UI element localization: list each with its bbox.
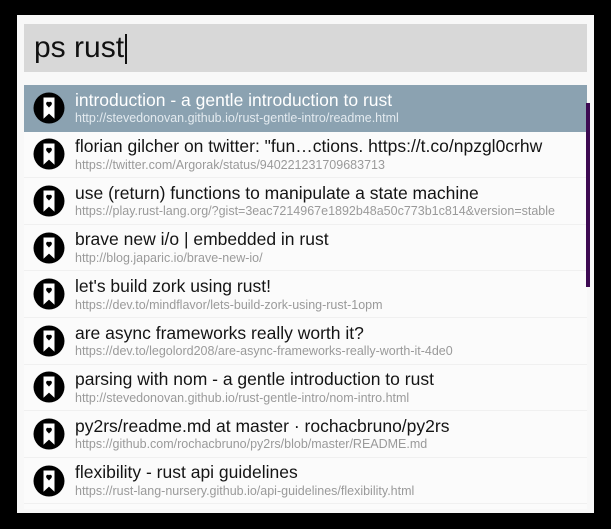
result-text: use (return) functions to manipulate a s… bbox=[75, 183, 587, 219]
result-title: let's build zork using rust! bbox=[75, 277, 271, 296]
result-url: https://rust-lang-nursery.github.io/api-… bbox=[75, 483, 415, 498]
result-url: https://dev.to/mindflavor/lets-build-zor… bbox=[75, 297, 383, 312]
result-title: are async frameworks really worth it? bbox=[75, 323, 364, 343]
result-url: http://stevedonovan.github.io/rust-gentl… bbox=[75, 390, 410, 405]
result-title: py2rs/readme.md at master · rochacbruno/… bbox=[75, 416, 450, 436]
result-row[interactable]: let's build zork using rust!https://dev.… bbox=[24, 271, 587, 318]
bookmark-heart-icon bbox=[33, 465, 75, 497]
result-text: parsing with nom - a gentle introduction… bbox=[75, 369, 587, 405]
result-row[interactable]: use (return) functions to manipulate a s… bbox=[24, 178, 587, 225]
result-title: brave new i/o | embedded in rust bbox=[75, 230, 329, 250]
result-row[interactable]: introduction - a gentle introduction to … bbox=[24, 85, 587, 132]
result-text: py2rs/readme.md at master · rochacbruno/… bbox=[75, 416, 587, 452]
result-text: florian gilcher on twitter: "fun…ctions.… bbox=[75, 136, 587, 172]
result-url: https://github.com/rochacbruno/py2rs/blo… bbox=[75, 437, 428, 452]
search-input[interactable]: ps rust bbox=[24, 24, 587, 72]
result-text: introduction - a gentle introduction to … bbox=[75, 90, 587, 126]
bookmark-heart-icon bbox=[33, 278, 75, 310]
result-url: http://blog.japaric.io/brave-new-io/ bbox=[75, 251, 263, 265]
result-title: introduction - a gentle introduction to … bbox=[75, 90, 393, 110]
result-url: https://dev.to/legolord208/are-async-fra… bbox=[75, 344, 453, 359]
results-list[interactable]: introduction - a gentle introduction to … bbox=[24, 85, 587, 509]
text-caret bbox=[125, 34, 128, 64]
bookmark-heart-icon bbox=[33, 232, 75, 264]
result-url: http://stevedonovan.github.io/rust-gentl… bbox=[75, 111, 399, 126]
search-query-text: ps rust bbox=[34, 31, 125, 64]
result-title: flexibility - rust api guidelines bbox=[75, 463, 298, 483]
result-row[interactable]: florian gilcher on twitter: "fun…ctions.… bbox=[24, 131, 587, 179]
result-text: let's build zork using rust!https://dev.… bbox=[75, 276, 587, 312]
bookmark-heart-icon bbox=[33, 418, 75, 450]
scrollbar-thumb[interactable] bbox=[586, 103, 590, 287]
bookmark-heart-icon bbox=[33, 92, 75, 124]
result-title: florian gilcher on twitter: "fun…ctions.… bbox=[75, 137, 543, 157]
result-title: use (return) functions to manipulate a s… bbox=[75, 183, 479, 203]
result-url: https://twitter.com/Argorak/status/94022… bbox=[75, 157, 385, 172]
bookmark-heart-icon bbox=[33, 325, 75, 357]
result-title: parsing with nom - a gentle introduction… bbox=[75, 370, 434, 390]
result-row[interactable]: parsing with nom - a gentle introduction… bbox=[24, 364, 587, 412]
result-row[interactable]: py2rs/readme.md at master · rochacbruno/… bbox=[24, 411, 587, 458]
search-field-container[interactable]: ps rust bbox=[24, 24, 587, 72]
bookmark-heart-icon bbox=[33, 371, 75, 403]
bookmark-heart-icon bbox=[33, 138, 75, 170]
results-scrollbar[interactable] bbox=[586, 85, 590, 509]
result-url: https://play.rust-lang.org/?gist=3eac721… bbox=[75, 204, 555, 219]
launcher-panel: ps rust introduction - a gentle introduc… bbox=[17, 15, 594, 513]
result-row[interactable]: are async frameworks really worth it?htt… bbox=[24, 317, 587, 365]
bookmark-heart-icon bbox=[33, 185, 75, 217]
result-text: are async frameworks really worth it?htt… bbox=[75, 323, 587, 359]
